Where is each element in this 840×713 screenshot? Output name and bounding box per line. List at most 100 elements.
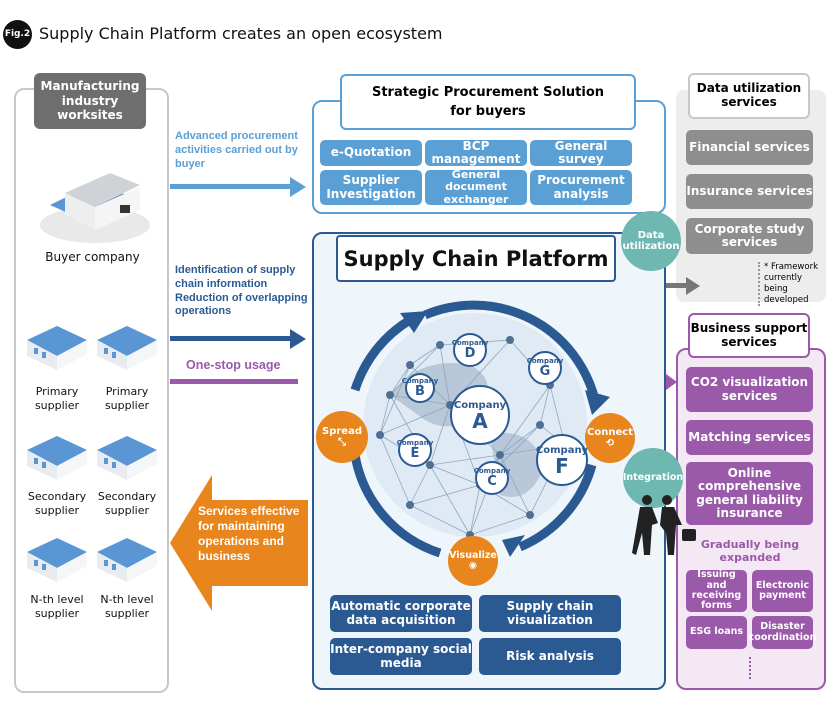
supplier-label: Primary supplier bbox=[104, 385, 150, 412]
more-dots bbox=[749, 657, 751, 679]
financial-services-button[interactable]: Financial services bbox=[686, 130, 813, 165]
company-letter: G bbox=[539, 364, 551, 380]
worksites-header: Manufacturing industry worksites bbox=[34, 73, 146, 129]
network-link bbox=[539, 384, 551, 426]
matching-services-button[interactable]: Matching services bbox=[686, 420, 813, 455]
company-prefix: Company bbox=[451, 338, 489, 347]
company-letter: D bbox=[464, 346, 476, 362]
eye-icon: ◉ bbox=[468, 560, 478, 571]
company-prefix: Company bbox=[526, 356, 564, 365]
network-link bbox=[379, 364, 411, 436]
handshake-icon bbox=[632, 495, 696, 555]
advanced-procurement-text: Advanced procurement activities carried … bbox=[175, 130, 298, 170]
supplier-building-icon bbox=[27, 538, 87, 582]
corporate-study-button[interactable]: Corporate study services bbox=[686, 218, 813, 254]
company-letter: F bbox=[555, 453, 569, 478]
insurance-services-button[interactable]: Insurance services bbox=[686, 174, 813, 209]
liability-insurance-button[interactable]: Online comprehensive general liability i… bbox=[686, 462, 813, 525]
network-link bbox=[389, 364, 411, 396]
network-node bbox=[426, 461, 434, 469]
company-letter: E bbox=[410, 446, 420, 462]
supplier-building-icon bbox=[97, 436, 157, 480]
co2-visualization-button[interactable]: CO2 visualization services bbox=[686, 367, 813, 412]
arrow-right-icon bbox=[170, 329, 306, 349]
company-letter: A bbox=[472, 408, 488, 433]
network-link bbox=[429, 464, 471, 536]
supplier-label: N-th level supplier bbox=[30, 593, 84, 620]
arrow-right-icon bbox=[666, 277, 700, 295]
supplier-label: Secondary supplier bbox=[27, 490, 87, 517]
network-link bbox=[379, 434, 411, 506]
arrow-right-icon bbox=[666, 374, 677, 390]
connect-step: Connect⟲ bbox=[585, 413, 635, 463]
network-link bbox=[429, 454, 501, 466]
network-link bbox=[439, 344, 451, 406]
network-link bbox=[389, 344, 441, 396]
identification-text: Identification of supply chain informati… bbox=[175, 264, 308, 318]
data-services-header: Data utilization services bbox=[688, 73, 810, 119]
network-node bbox=[436, 341, 444, 349]
network-node bbox=[526, 511, 534, 519]
supplier-building-icon bbox=[27, 436, 87, 480]
supplier-label: Primary supplier bbox=[34, 385, 80, 412]
network-link bbox=[409, 484, 481, 506]
expand-icon: ⤡ bbox=[338, 437, 346, 448]
feature-social-media[interactable]: Inter-company social media bbox=[330, 638, 472, 675]
network-link bbox=[379, 404, 451, 436]
company-prefix: Company bbox=[473, 466, 511, 475]
company-prefix: Company bbox=[396, 438, 434, 447]
network-link bbox=[409, 504, 471, 536]
general-survey-button[interactable]: General survey bbox=[530, 139, 632, 166]
company-prefix: Company bbox=[453, 399, 507, 411]
network-node bbox=[406, 501, 414, 509]
network-link bbox=[409, 464, 431, 506]
network-node bbox=[406, 361, 414, 369]
fig-badge: Fig.2 bbox=[3, 20, 32, 49]
network-link bbox=[499, 424, 541, 456]
disaster-coordination-button[interactable]: Disaster coordination bbox=[749, 616, 816, 649]
esg-loans-button[interactable]: ESG loans bbox=[686, 616, 747, 649]
electronic-payment-button[interactable]: Electronic payment bbox=[752, 570, 813, 612]
spread-step: Spread⤡ bbox=[316, 411, 368, 463]
issuing-forms-button[interactable]: Issuing and receiving forms bbox=[686, 569, 747, 612]
document-exchanger-button[interactable]: General document exchanger bbox=[425, 169, 527, 205]
buyer-company-label: Buyer company bbox=[45, 250, 140, 264]
arrow-left-icon bbox=[170, 475, 308, 611]
data-utilization-bubble: Data utilization bbox=[621, 211, 681, 271]
visualize-step: Visualize◉ bbox=[448, 536, 498, 586]
buyer-building-icon bbox=[40, 173, 150, 243]
framework-note: * Framework currently being developed bbox=[758, 262, 824, 307]
network-link bbox=[429, 404, 451, 466]
supplier-building-icon bbox=[27, 326, 87, 370]
one-stop-usage-text: One-stop usage bbox=[186, 358, 281, 372]
page-title: Supply Chain Platform creates an open ec… bbox=[39, 24, 443, 43]
integration-bubble: Integration bbox=[623, 448, 683, 508]
feature-visualization[interactable]: Supply chain visualization bbox=[479, 595, 621, 632]
network-link bbox=[469, 484, 481, 536]
supplier-label: Secondary supplier bbox=[97, 490, 157, 517]
company-prefix: Company bbox=[401, 376, 439, 385]
supplier-building-icon bbox=[97, 326, 157, 370]
network-link bbox=[499, 454, 531, 516]
company-letter: C bbox=[487, 474, 497, 490]
gradually-expanded-text: Gradually being expanded bbox=[700, 538, 800, 565]
feature-risk-analysis[interactable]: Risk analysis bbox=[479, 638, 621, 675]
network-link bbox=[409, 344, 441, 366]
procurement-analysis-button[interactable]: Procurement analysis bbox=[530, 170, 632, 205]
connect-icon: ⟲ bbox=[605, 438, 615, 449]
network-link bbox=[499, 384, 551, 456]
feature-data-acquisition[interactable]: Automatic corporate data acquisition bbox=[330, 595, 472, 632]
e-quotation-button[interactable]: e-Quotation bbox=[320, 140, 422, 166]
supplier-investigation-button[interactable]: Supplier Investigation bbox=[320, 170, 422, 205]
arrow-right-icon bbox=[170, 379, 298, 384]
bcp-management-button[interactable]: BCP management bbox=[425, 139, 527, 166]
network-link bbox=[379, 394, 391, 436]
company-prefix: Company bbox=[535, 444, 589, 456]
